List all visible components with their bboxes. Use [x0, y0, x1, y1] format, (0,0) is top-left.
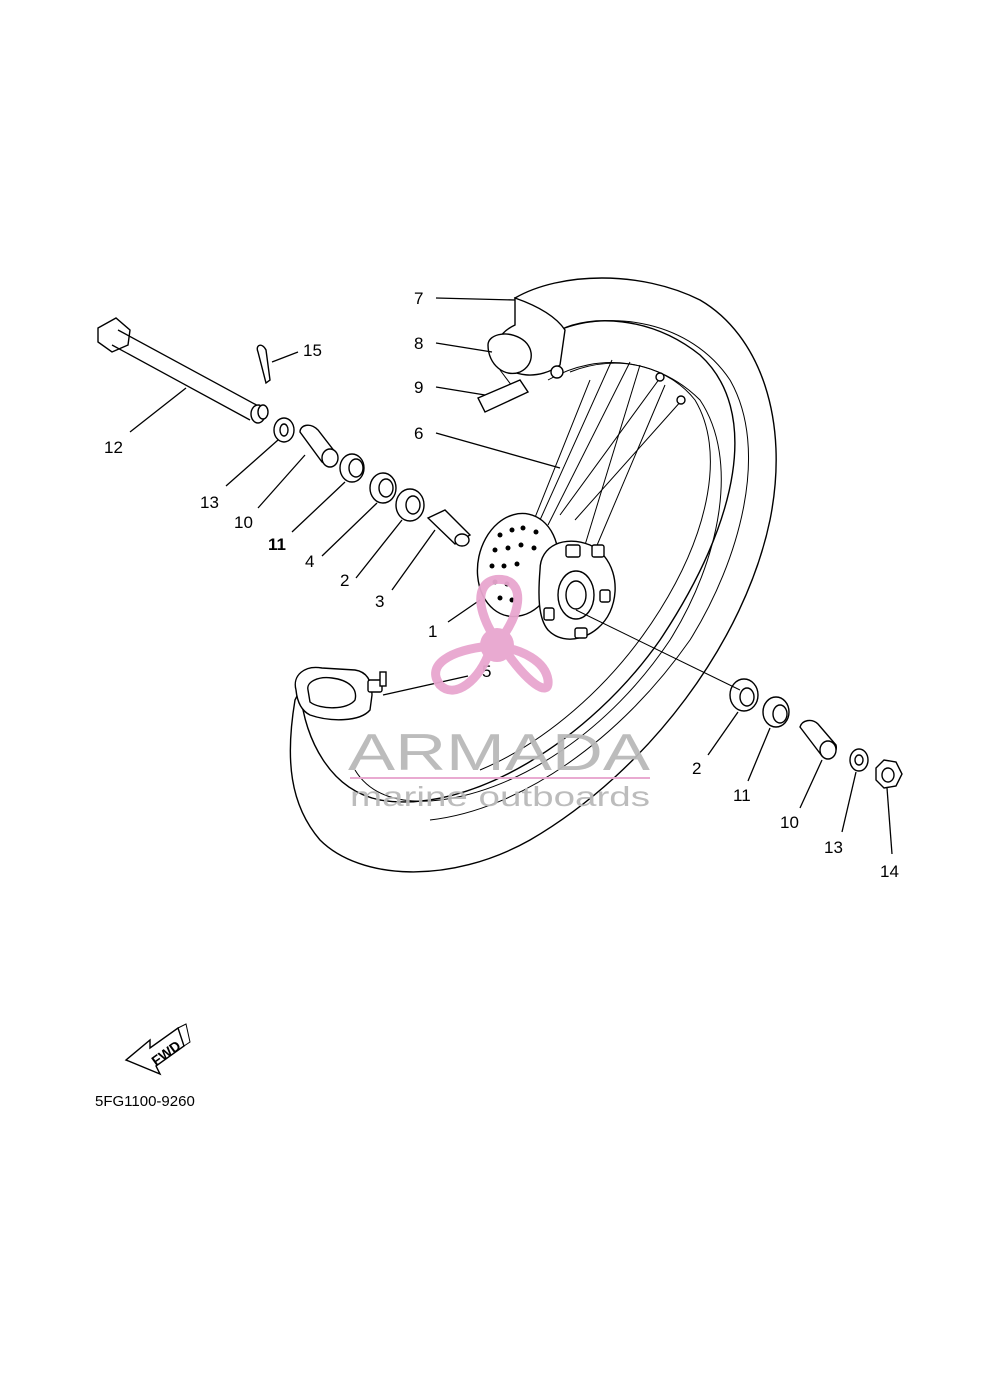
armada-watermark: ARMADA marine outboards: [348, 574, 650, 812]
rim-band: [477, 379, 530, 413]
axle: [97, 317, 269, 424]
callout-10-left: 10: [234, 513, 253, 532]
callout-6: 6: [414, 424, 423, 443]
bearing-2-right: [729, 678, 759, 712]
callout-9: 9: [414, 378, 423, 397]
bearing-4: [369, 472, 397, 504]
axle-centerline: [575, 609, 741, 691]
washer-13-right: [849, 748, 869, 772]
callout-2-left: 2: [340, 571, 349, 590]
callout-15: 15: [303, 341, 322, 360]
hub: [476, 512, 616, 640]
seal-11-left: [339, 453, 365, 483]
watermark-tagline: marine outboards: [350, 781, 650, 812]
leader-lines: [129, 297, 893, 855]
cotter-pin: [256, 344, 271, 385]
propeller-logo-icon: [431, 574, 553, 695]
spokes: [529, 359, 683, 551]
drawing-code: 5FG1100-9260: [95, 1093, 195, 1110]
collar-10-right: [799, 719, 837, 760]
callout-4: 4: [305, 552, 314, 571]
fwd-arrow-icon: FWD: [124, 1023, 191, 1076]
callout-14: 14: [880, 862, 899, 881]
callout-labels: 7 8 9 6 15 12 13 10 11 4 2 3 1 5 2 11 10…: [104, 289, 899, 881]
seal-11-right: [762, 696, 790, 728]
callout-7: 7: [414, 289, 423, 308]
callout-12: 12: [104, 438, 123, 457]
bearing-2-left: [395, 488, 425, 522]
spoke-nipples: [550, 365, 686, 405]
washer-13-left: [273, 417, 295, 443]
callout-11-left: 11: [268, 535, 286, 554]
callout-2-right: 2: [692, 759, 701, 778]
collar-10-left: [299, 424, 339, 468]
callout-11-right: 11: [733, 786, 751, 805]
watermark-brand: ARMADA: [348, 724, 650, 782]
callout-8: 8: [414, 334, 423, 353]
tire: [289, 277, 777, 873]
callout-5: 5: [482, 662, 491, 681]
callout-3: 3: [375, 592, 384, 611]
callout-13-right: 13: [824, 838, 843, 857]
callout-13-left: 13: [200, 493, 219, 512]
callout-1: 1: [428, 622, 437, 641]
spacer-3: [426, 509, 472, 547]
tube-lower-section: [294, 666, 387, 721]
nut-14: [875, 759, 903, 789]
callout-10-right: 10: [780, 813, 799, 832]
